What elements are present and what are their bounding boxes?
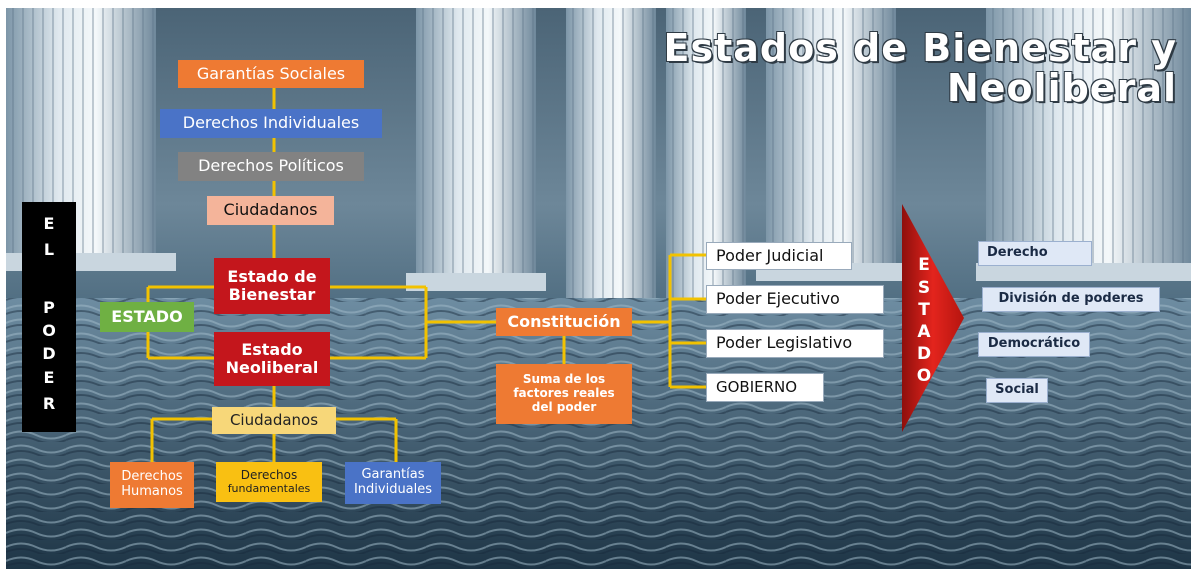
title-line-1: Estados de Bienestar y (663, 26, 1177, 70)
estado-bienestar-box: Estado de Bienestar (214, 258, 330, 314)
derecho-box: Derecho (978, 241, 1092, 266)
arrow-letter: D (916, 344, 932, 364)
title-line-2: Neoliberal (946, 66, 1177, 110)
poder-judicial-box: Poder Judicial (706, 242, 852, 270)
garantias-individuales-line-2: Individuales (353, 482, 433, 497)
suma-factores-box: Suma de los factores reales del poder (496, 364, 632, 424)
estado-neoliberal-box: Estado Neoliberal (214, 332, 330, 386)
derechos-politicos-box: Derechos Políticos (178, 152, 364, 181)
estado-bienestar-line-2: Bienestar (228, 285, 316, 304)
estado-box: ESTADO (100, 302, 194, 332)
garantias-individuales-line-1: Garantías (361, 467, 425, 483)
gobierno-box: GOBIERNO (706, 373, 824, 402)
suma-line-3: del poder (531, 399, 597, 414)
poder-legislativo-box: Poder Legislativo (706, 329, 884, 358)
arrow-letter: T (918, 300, 930, 320)
derechos-humanos-line-1: Derechos (121, 469, 183, 485)
ciudadanos-bottom-box: Ciudadanos (212, 407, 336, 434)
constitucion-box: Constitución (496, 308, 632, 336)
el-poder-bar: E L P O D E R (22, 202, 76, 432)
bar-letter: P (43, 298, 55, 317)
estado-bienestar-line-1: Estado de (227, 266, 317, 286)
suma-line-2: factores reales (513, 386, 615, 401)
arrow-letter: E (918, 255, 930, 275)
derechos-fundamentales-line-1: Derechos (240, 467, 298, 482)
derechos-individuales-box: Derechos Individuales (160, 109, 382, 138)
poder-ejecutivo-box: Poder Ejecutivo (706, 285, 884, 314)
bar-letter: E (43, 214, 55, 233)
estado-arrow (902, 204, 964, 432)
derechos-fundamentales-box: Derechos fundamentales (216, 462, 322, 502)
bar-letter: E (43, 368, 55, 387)
garantias-sociales-box: Garantías Sociales (178, 60, 364, 88)
suma-line-1: Suma de los (522, 372, 606, 387)
democratico-box: Democrático (978, 332, 1090, 357)
division-poderes-box: División de poderes (982, 287, 1160, 312)
garantias-individuales-box: Garantías Individuales (345, 462, 441, 504)
bar-letter: R (42, 394, 56, 413)
estado-neoliberal-line-2: Neoliberal (225, 358, 319, 377)
arrow-letter: S (917, 278, 931, 298)
arrow-letter: A (917, 322, 931, 342)
bar-letter: L (43, 240, 55, 259)
ciudadanos-top-box: Ciudadanos (207, 196, 334, 225)
estado-neoliberal-line-1: Estado (241, 339, 303, 359)
diagram-title: Estados de Bienestar y Neoliberal (664, 28, 1178, 108)
derechos-humanos-box: Derechos Humanos (110, 462, 194, 508)
derechos-humanos-line-2: Humanos (121, 484, 183, 499)
bar-letter: D (42, 344, 56, 363)
diagram-canvas: Estados de Bienestar y Neoliberal E L P … (6, 8, 1191, 569)
bar-letter: O (42, 321, 56, 340)
social-box: Social (986, 378, 1048, 403)
arrow-letter: O (916, 366, 932, 386)
derechos-fundamentales-line-2: fundamentales (227, 481, 311, 495)
